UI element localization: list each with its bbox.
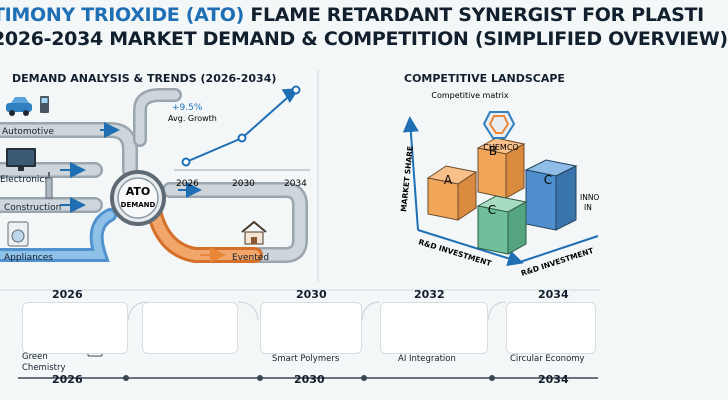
building-icon <box>45 172 53 199</box>
cube-a: A <box>426 165 478 221</box>
page-title: TIMONY TRIOXIDE (ATO) FLAME RETARDANT SY… <box>0 0 728 56</box>
demand-heading: DEMAND ANALYSIS & TRENDS (2026-2034) <box>12 72 277 85</box>
ato-demand-hub: ATO DEMAND <box>110 170 166 226</box>
title-accent: TIMONY TRIOXIDE (ATO) <box>0 4 244 26</box>
demand-pipes <box>0 88 308 263</box>
growth-trend-chart: 2026 2030 2034 +9.5% Avg. Growth <box>168 85 310 189</box>
cube-b-label: B <box>489 144 497 158</box>
milestone-card-3 <box>260 302 362 354</box>
card-1-caption-1: Green <box>22 352 48 362</box>
cut-label-1: INNO <box>580 193 599 202</box>
output-label: Evented <box>232 253 269 263</box>
milestone-card-2 <box>142 302 238 354</box>
sector-automotive: Automotive <box>2 127 55 137</box>
milestone-card-5 <box>506 302 596 354</box>
sector-construction: Construction <box>4 203 61 213</box>
milestone-card-4 <box>380 302 488 354</box>
trend-year-2: 2030 <box>232 179 255 189</box>
card-1-caption-2: Chemistry <box>22 363 66 373</box>
car-icon <box>6 97 32 116</box>
card-5-caption: Circular Economy <box>510 354 585 364</box>
cube-c-blue: C <box>524 159 578 231</box>
trend-point-2034 <box>291 85 301 95</box>
cube-a-label: A <box>444 173 453 187</box>
growth-value: +9.5% <box>172 103 203 113</box>
cube-c-green: C <box>476 195 528 255</box>
card-4-caption: AI Integration <box>398 354 456 364</box>
monitor-icon <box>6 148 36 171</box>
bottom-year-2026: 2026 <box>52 373 83 386</box>
hub-label-1: ATO <box>126 185 151 198</box>
growth-label: Avg. Growth <box>168 114 217 123</box>
top-year-2034: 2034 <box>538 288 569 301</box>
trend-year-3: 2034 <box>284 179 307 189</box>
house-icon <box>241 220 267 245</box>
cube-c-blue-label: C <box>544 173 552 187</box>
competitive-matrix: Competitive matrix MARKET SHARE R&D INVE… <box>399 91 599 278</box>
top-year-2032: 2032 <box>414 288 445 301</box>
sector-electronics: Electronics <box>0 175 49 185</box>
washing-machine-icon <box>7 221 29 247</box>
trend-point-2026 <box>181 157 191 167</box>
trend-point-2030 <box>237 133 247 143</box>
timeline <box>18 301 598 381</box>
chemco-badge-icon <box>482 111 516 139</box>
cut-label-2: IN <box>584 203 592 212</box>
cube-c-green-label: C <box>488 203 496 217</box>
cube-b: B <box>476 137 526 199</box>
card-3-caption: Smart Polymers <box>272 354 340 364</box>
milestone-card-1 <box>22 302 128 354</box>
top-year-2030: 2030 <box>296 288 327 301</box>
ev-charger-icon <box>40 96 49 113</box>
y-axis-label: MARKET SHARE <box>399 146 415 213</box>
x-axis-label-2: R&D INVESTMENT <box>520 246 596 278</box>
matrix-label: Competitive matrix <box>431 91 509 100</box>
title-line-1: TIMONY TRIOXIDE (ATO) FLAME RETARDANT SY… <box>0 4 704 26</box>
title-line-2: 2026-2034 MARKET DEMAND & COMPETITION (S… <box>0 28 728 50</box>
bottom-year-2030: 2030 <box>294 373 325 386</box>
hub-label-2: DEMAND <box>121 201 156 209</box>
trend-year-1: 2026 <box>176 179 199 189</box>
title-rest: FLAME RETARDANT SYNERGIST FOR PLASTI <box>244 4 704 26</box>
bottom-year-2034: 2034 <box>538 373 569 386</box>
competition-heading: COMPETITIVE LANDSCAPE <box>404 72 565 85</box>
top-year-2026: 2026 <box>52 288 83 301</box>
leader-label: CHEMCO <box>483 143 518 152</box>
sector-appliances: Appliances <box>4 253 53 263</box>
